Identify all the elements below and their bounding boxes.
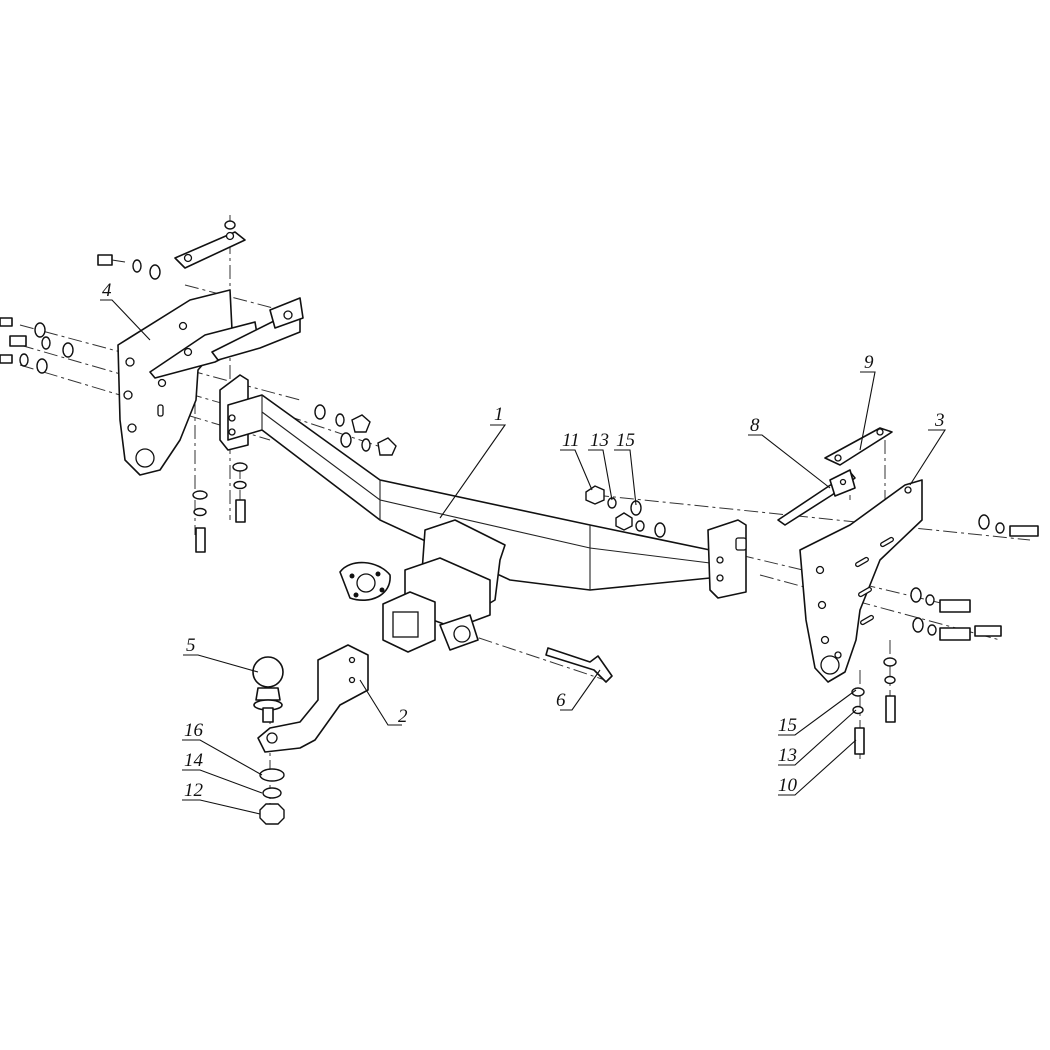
hitch-receiver [339, 519, 506, 653]
callout-5: 5 [186, 635, 196, 656]
callout-1: 1 [494, 404, 504, 425]
callout-10: 10 [778, 775, 798, 796]
hitch-pin [545, 647, 613, 683]
callout-12: 12 [184, 780, 204, 801]
callout-4: 4 [102, 280, 112, 301]
callout-labels: 1 2 3 4 5 6 8 9 11 13 15 15 13 10 16 14 … [102, 280, 945, 801]
left-fasteners [0, 220, 397, 553]
right-fasteners [585, 485, 1039, 755]
callout-2: 2 [398, 706, 408, 727]
callout-14: 14 [184, 750, 204, 771]
callout-6: 6 [556, 690, 566, 711]
left-top-clamp-plate [174, 231, 246, 269]
callout-16: 16 [184, 720, 204, 741]
callout-13-bottom: 13 [778, 745, 797, 766]
leader-lines [100, 299, 947, 815]
left-side-bracket [117, 289, 304, 476]
callout-13-top: 13 [590, 430, 609, 451]
right-spacer-clip [777, 469, 856, 526]
callout-15-bottom: 15 [778, 715, 797, 736]
callout-11: 11 [562, 430, 580, 451]
tow-ball [252, 656, 284, 723]
right-top-clamp-plate [824, 427, 893, 466]
callout-3: 3 [934, 410, 945, 431]
callout-8: 8 [750, 415, 760, 436]
ball-fasteners [259, 768, 285, 825]
main-cross-beam [219, 374, 747, 599]
right-side-bracket [799, 479, 923, 683]
callout-15-top: 15 [616, 430, 635, 451]
ball-mount-drawbar [257, 644, 369, 753]
callout-9: 9 [864, 352, 874, 373]
